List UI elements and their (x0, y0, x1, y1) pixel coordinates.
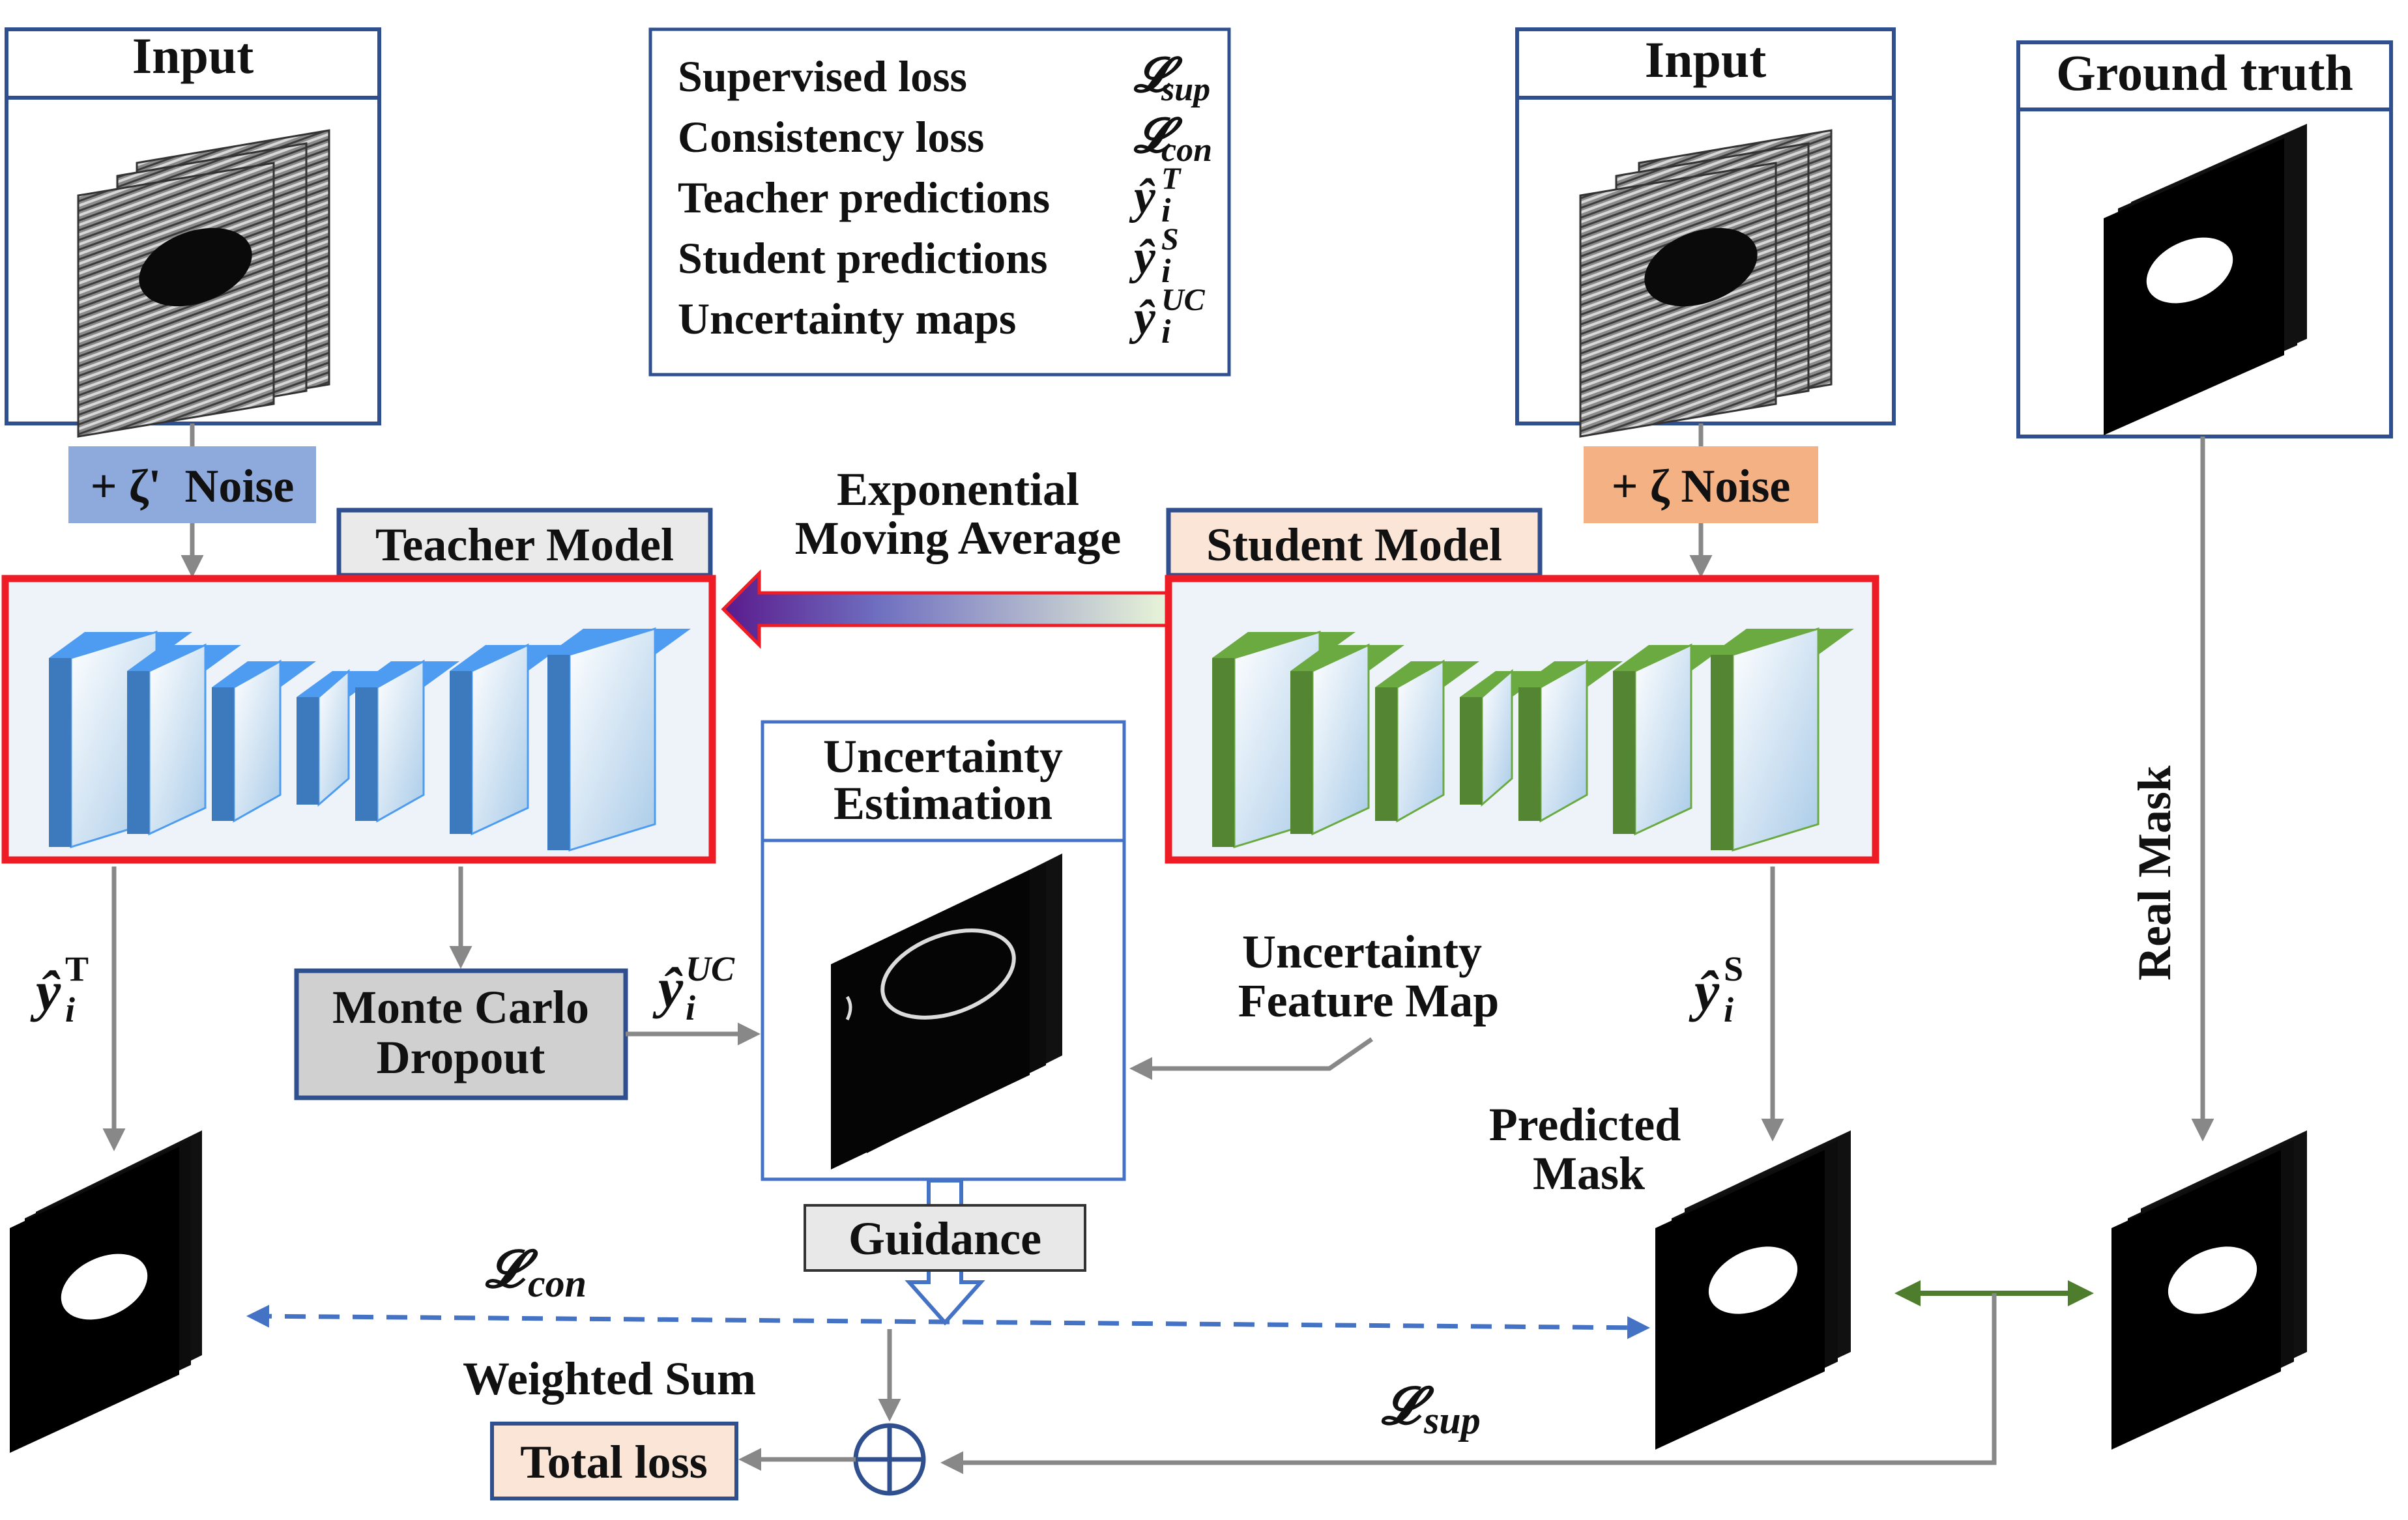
legend-item-subscript: sup (1161, 71, 1210, 108)
network-layer-block (212, 659, 316, 823)
teacher-prediction-label: ŷ T i (30, 949, 89, 1029)
right-input-ultrasound-stack (1579, 129, 1833, 438)
ground-truth-title: Ground truth (2056, 44, 2353, 101)
svg-text:Guidance: Guidance (849, 1212, 1041, 1265)
svg-text:Exponential: Exponential (837, 463, 1079, 515)
consistency-loss-dashed-arrow (246, 1304, 1650, 1340)
svg-text:S: S (1724, 949, 1743, 988)
network-layer-block (127, 643, 241, 836)
legend-item-subscript: i (1161, 253, 1171, 290)
ground-truth-mask-stack (2104, 124, 2307, 435)
student-model-box (1165, 575, 1879, 864)
legend-item-subscript: i (1161, 192, 1171, 229)
svg-text:Real Mask: Real Mask (2128, 766, 2181, 981)
real-mask-stack (2111, 1130, 2307, 1450)
svg-text:+ ζ Noise: + ζ Noise (1612, 460, 1791, 512)
total-loss-box: Total loss (490, 1422, 738, 1500)
legend-item-label: Supervised loss (678, 51, 967, 101)
svg-text:Mask: Mask (1533, 1147, 1645, 1199)
svg-text:i: i (1724, 990, 1733, 1029)
svg-text:Dropout: Dropout (377, 1031, 545, 1083)
network-layer-block (355, 659, 459, 823)
supervised-loss-label: 𝓛 sup (1380, 1378, 1481, 1442)
student-noise-label: + ζ Noise (1584, 446, 1818, 523)
teacher-network-blocks (49, 627, 691, 852)
legend-item-label: Teacher predictions (678, 173, 1050, 222)
legend-item-subscript: con (1161, 132, 1212, 169)
svg-text:i: i (686, 988, 695, 1027)
svg-text:+ ζ' Noise: + ζ' Noise (91, 460, 295, 512)
teacher-model-label: Teacher Model (336, 508, 713, 578)
uc-prediction-label: ŷ UC i (652, 949, 735, 1027)
network-layer-block (1460, 668, 1548, 807)
legend-item-superscript: S (1161, 222, 1179, 257)
teacher-model-box (1, 575, 716, 864)
svg-text:ŷ: ŷ (30, 960, 61, 1022)
legend-item-label: Student predictions (678, 233, 1047, 283)
predicted-mask-label: Predicted Mask (1489, 1098, 1681, 1199)
right-input-title: Input (1645, 31, 1766, 88)
svg-text:Uncertainty: Uncertainty (1242, 926, 1482, 978)
network-layer-block (547, 627, 691, 852)
svg-text:ŷ: ŷ (652, 956, 684, 1019)
svg-text:Uncertainty: Uncertainty (823, 730, 1063, 782)
left-input-title: Input (132, 27, 254, 84)
svg-text:i: i (65, 990, 75, 1029)
student-predicted-mask-stack (1655, 1130, 1851, 1450)
student-network-blocks (1212, 627, 1854, 852)
student-prediction-label: ŷ S i (1689, 949, 1743, 1029)
network-layer-block (1518, 659, 1623, 823)
svg-text:Predicted: Predicted (1489, 1098, 1681, 1151)
teacher-noise-label: + ζ' Noise (68, 446, 316, 523)
monte-carlo-box: Monte Carlo Dropout (294, 968, 628, 1100)
consistency-loss-label: 𝓛 con (484, 1241, 587, 1305)
uncertainty-map-stack (831, 853, 1062, 1169)
svg-text:Total loss: Total loss (520, 1436, 707, 1488)
weighted-sum-circle (853, 1423, 926, 1496)
svg-text:UC: UC (686, 949, 735, 988)
guidance-box: Guidance (804, 1204, 1086, 1272)
legend-item-subscript: i (1161, 313, 1171, 351)
legend-item-superscript: T (1161, 162, 1182, 196)
left-input-panel: Input (5, 27, 381, 438)
ema-label: Exponential Moving Average (795, 463, 1122, 564)
svg-text:sup: sup (1423, 1399, 1481, 1442)
svg-text:con: con (528, 1262, 587, 1305)
arrow-feature-map-to-uncertainty (1129, 1037, 1373, 1080)
svg-text:ŷ: ŷ (1689, 960, 1720, 1022)
right-input-panel: Input (1515, 27, 1896, 438)
network-layer-block (297, 668, 384, 807)
svg-text:Feature Map: Feature Map (1238, 975, 1500, 1027)
ground-truth-panel: Ground truth (2016, 40, 2393, 438)
ema-arrow (721, 569, 1168, 650)
legend-item-superscript: UC (1161, 283, 1206, 317)
real-mask-label: Real Mask (2128, 766, 2181, 981)
network-layer-block (1290, 643, 1404, 836)
left-input-ultrasound-stack (77, 129, 330, 438)
uncertainty-estimation-panel: Uncertainty Estimation (761, 720, 1126, 1181)
network-layer-block (1613, 643, 1727, 836)
network-layer-block (1375, 659, 1479, 823)
weighted-sum-label: Weighted Sum (463, 1353, 756, 1405)
legend-item-label: Uncertainty maps (678, 294, 1016, 343)
uncertainty-feature-map-label: Uncertainty Feature Map (1238, 926, 1500, 1027)
svg-text:T: T (65, 949, 89, 988)
svg-text:Moving Average: Moving Average (795, 512, 1122, 564)
network-layer-block (1711, 627, 1854, 852)
supervised-loss-line (940, 1293, 1997, 1474)
student-model-label: Student Model (1166, 508, 1543, 578)
legend-item-label: Consistency loss (678, 112, 984, 162)
network-layer-block (450, 643, 564, 836)
svg-text:Student Model: Student Model (1206, 519, 1502, 571)
svg-text:Estimation: Estimation (834, 777, 1052, 829)
svg-text:Teacher Model: Teacher Model (375, 519, 674, 571)
svg-text:Monte Carlo: Monte Carlo (332, 981, 589, 1033)
teacher-predicted-mask-stack (10, 1130, 202, 1453)
